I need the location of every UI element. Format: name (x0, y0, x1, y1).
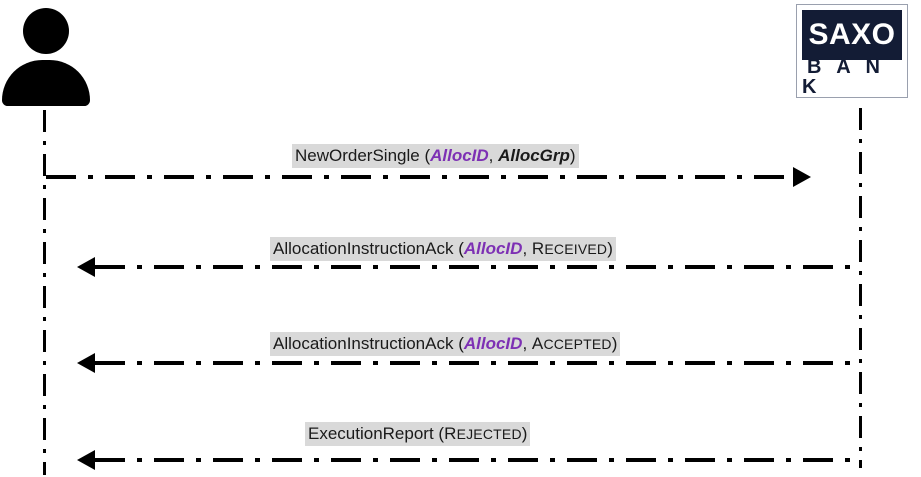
saxo-logo-wordmark: SAXO (808, 18, 896, 51)
message-param-status: RECEIVED (531, 239, 608, 258)
message-prefix: ExecutionReport ( (308, 424, 445, 443)
message-arrowhead-execution-report-rejected (77, 450, 95, 470)
saxo-logo-bank-text: B A N K (802, 56, 885, 98)
message-label-new-order-single: NewOrderSingle (AllocID, AllocGrp) (292, 144, 579, 168)
message-param-separator: , (488, 146, 499, 165)
message-line-allocation-instruction-ack-received (95, 265, 860, 269)
message-param-status: REJECTED (444, 424, 522, 443)
message-param-separator: , (522, 239, 532, 258)
message-param-allocgrp: AllocGrp (498, 146, 570, 165)
message-label-execution-report-rejected: ExecutionReport (REJECTED) (305, 422, 531, 446)
lifeline-saxo-bank (859, 108, 862, 468)
message-param-allocid: AllocID (430, 146, 489, 165)
message-label-allocation-instruction-ack-accepted: AllocationInstructionAck (AllocID, ACCEP… (270, 332, 621, 356)
actor-person-icon (2, 8, 90, 108)
lifeline-actor (43, 110, 46, 475)
message-suffix: ) (521, 424, 528, 443)
message-line-execution-report-rejected (95, 458, 860, 462)
message-line-new-order-single (46, 175, 795, 179)
message-line-allocation-instruction-ack-accepted (95, 361, 860, 365)
actor-body-icon (2, 60, 90, 106)
message-label-allocation-instruction-ack-received: AllocationInstructionAck (AllocID, RECEI… (270, 237, 616, 261)
message-suffix: ) (607, 239, 613, 258)
message-prefix: AllocationInstructionAck ( (273, 239, 464, 258)
message-param-status: ACCEPTED (531, 334, 612, 353)
message-param-allocid: AllocID (463, 334, 523, 353)
saxo-logo-subtitle-area: B A N K (802, 57, 902, 97)
saxo-bank-logo: SAXO B A N K (796, 4, 908, 98)
saxo-logo-box: SAXO (802, 10, 902, 60)
message-arrowhead-allocation-instruction-ack-accepted (77, 353, 95, 373)
message-param-separator: , (522, 334, 532, 353)
actor-head-icon (23, 8, 69, 54)
message-param-allocid: AllocID (463, 239, 523, 258)
message-prefix: AllocationInstructionAck ( (273, 334, 464, 353)
message-arrowhead-allocation-instruction-ack-received (77, 257, 95, 277)
message-suffix: ) (569, 146, 576, 165)
message-prefix: NewOrderSingle ( (295, 146, 431, 165)
message-arrowhead-new-order-single (793, 167, 811, 187)
message-suffix: ) (611, 334, 618, 353)
